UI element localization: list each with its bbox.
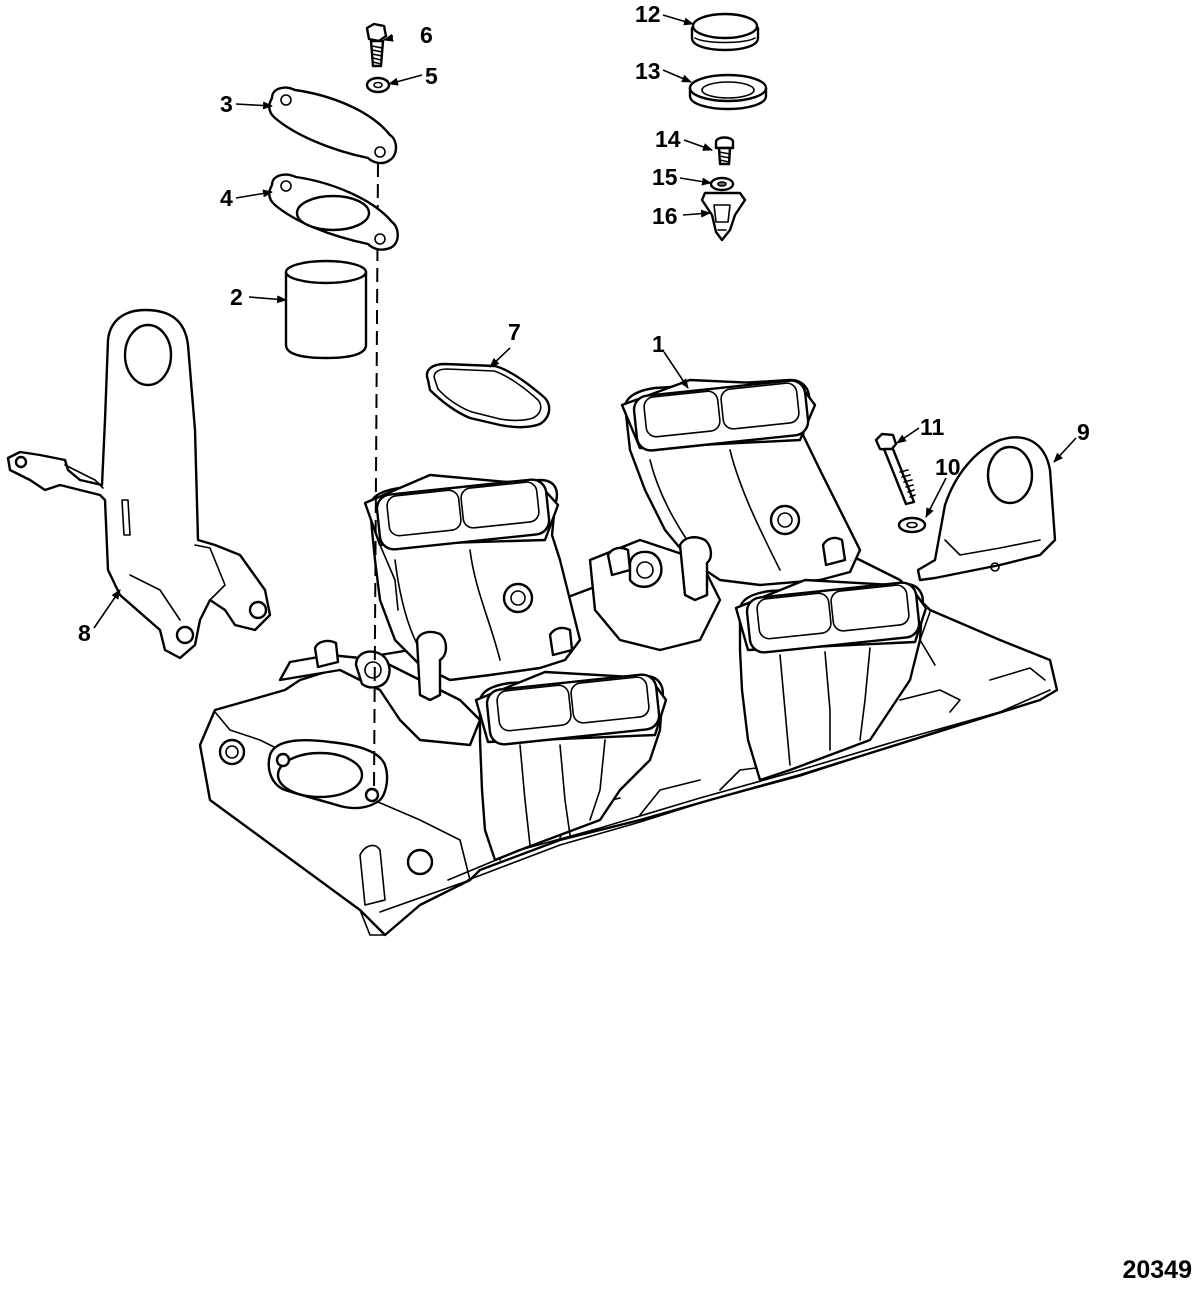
flange-gasket — [268, 173, 399, 251]
callout-12: 12 — [635, 1, 661, 27]
callout-11: 11 — [920, 414, 945, 440]
callout-1: 1 — [652, 331, 665, 357]
leader-lines — [93, 14, 1077, 629]
intake-manifold — [198, 378, 1059, 937]
callout-6: 6 — [420, 22, 433, 48]
callout-2: 2 — [230, 284, 243, 310]
callout-7: 7 — [508, 319, 521, 345]
bracket-left — [6, 308, 272, 660]
callout-16: 16 — [652, 203, 678, 229]
screw-part-14 — [714, 136, 735, 166]
bracket-right — [916, 436, 1057, 582]
clip-part-16 — [700, 191, 747, 242]
washer-part-10 — [897, 516, 927, 534]
callout-5: 5 — [425, 63, 438, 89]
callout-15: 15 — [652, 164, 678, 190]
cover-plate — [268, 86, 398, 165]
cap-part-12 — [690, 12, 760, 52]
callout-14: 14 — [655, 126, 681, 152]
sleeve-part — [284, 259, 368, 360]
callout-10: 10 — [935, 454, 961, 480]
callout-13: 13 — [635, 58, 661, 84]
callout-3: 3 — [220, 91, 233, 117]
callout-labels: 1 2 3 4 5 6 7 8 9 10 11 12 13 14 15 16 — [78, 1, 1090, 646]
figure-number: 20349 — [1122, 1256, 1192, 1284]
washer-part-5 — [365, 76, 391, 94]
bolt-part-6 — [365, 22, 388, 68]
callout-4: 4 — [220, 185, 233, 211]
nut-part-15 — [709, 176, 735, 192]
o-ring-gasket — [425, 362, 551, 429]
seal-ring-part-13 — [688, 73, 768, 111]
callout-8: 8 — [78, 620, 91, 646]
callout-9: 9 — [1077, 419, 1090, 445]
bolt-part-11 — [874, 432, 916, 506]
